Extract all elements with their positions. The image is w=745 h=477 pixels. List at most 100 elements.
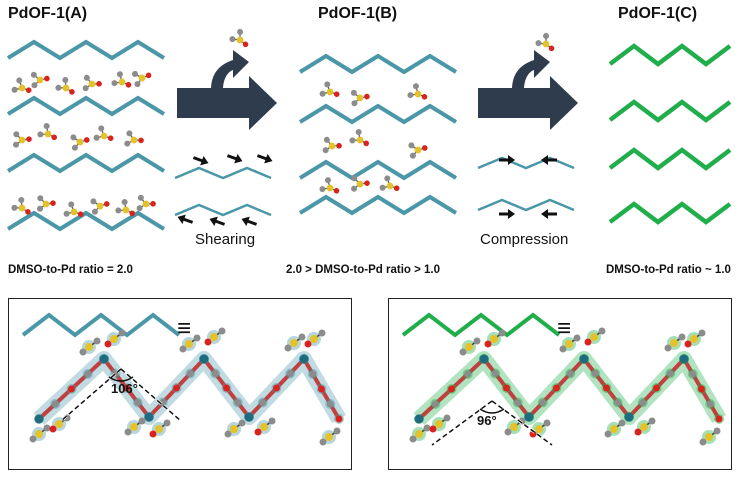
ligand-atom [634, 428, 642, 436]
angle-label-green: 96° [477, 413, 497, 428]
oxygen-atom [363, 140, 370, 147]
carbon-atom [13, 131, 20, 138]
carbon-atom [11, 204, 18, 211]
sulfur-atom [18, 84, 26, 92]
ligand-atom [459, 348, 467, 356]
sulfur-atom [510, 423, 518, 431]
carbon-atom [323, 136, 330, 143]
sulfur-atom [435, 420, 443, 428]
sulfur-atom [130, 136, 138, 144]
backbone-atom [431, 400, 439, 408]
angle-arc [108, 376, 134, 382]
shearing-label: Shearing [195, 231, 256, 248]
blue-structure-drawing [21, 312, 346, 446]
carbon-atom [70, 134, 77, 141]
sulfur-atom [565, 340, 573, 348]
carbon-atom [319, 90, 326, 97]
carbon-atom [473, 337, 481, 345]
backbone-atom [698, 385, 705, 393]
carbon-atom [598, 327, 606, 335]
oxygen-atom [25, 209, 31, 215]
carbon-atom [384, 175, 391, 182]
oxygen-atom [150, 200, 156, 207]
carbon-atom [351, 185, 358, 192]
palladium-atom [679, 354, 689, 364]
force-arrow-icon [226, 153, 243, 164]
carbon-atom [443, 414, 451, 422]
main-arrow [177, 76, 277, 130]
ligand-atom [584, 338, 592, 346]
palladium-atom [34, 414, 44, 424]
carbon-atom [121, 199, 128, 206]
carbon-atom [93, 134, 100, 141]
sulfur-atom [236, 36, 244, 44]
force-arrow-icon [541, 155, 557, 165]
carbon-atom [124, 140, 131, 147]
title-pdof-b: PdOF-1(B) [318, 5, 398, 22]
dmso-molecule-icon [132, 70, 152, 88]
oxygen-atom [107, 135, 114, 142]
backbone-atom [286, 370, 294, 377]
blue-layer-chain [6, 152, 166, 174]
sulfur-atom [590, 333, 598, 341]
sulfur-atom [110, 335, 118, 343]
carbon-atom [409, 152, 416, 159]
sulfur-atom [328, 142, 336, 150]
branch-arrow [512, 50, 550, 90]
oxygen-atom [25, 87, 32, 94]
carbon-atom [134, 81, 141, 88]
dmso-molecule-icon [70, 134, 90, 151]
arrow-shaft [246, 219, 258, 226]
ratio-caption-a: DMSO-to-Pd ratio = 2.0 [8, 264, 133, 276]
sulfur-atom [88, 80, 96, 88]
blue-layer-chain [298, 103, 458, 125]
carbon-atom [407, 92, 414, 99]
dmso-molecule-icon [350, 89, 370, 107]
carbon-atom [237, 28, 244, 35]
inset-layer-chain [174, 166, 272, 180]
oxygen-atom [138, 137, 144, 144]
backbone-atom [514, 399, 522, 406]
carbon-atom [43, 123, 50, 130]
angle-guide [431, 400, 493, 446]
carbon-atom [43, 424, 51, 432]
carbon-atom [318, 329, 326, 337]
backbone-atom [159, 399, 167, 406]
sulfur-atom [325, 433, 333, 441]
dmso-molecule-icon [37, 123, 58, 141]
backbone-atom [448, 385, 455, 393]
dmso-molecule-icon [11, 196, 31, 215]
carbon-atom [37, 205, 44, 212]
oxygen-atom [50, 200, 56, 206]
ligand-atom [124, 428, 132, 436]
dmso-molecule-icon [37, 195, 56, 212]
dmso-molecule-icon [63, 201, 84, 218]
palladium-atom [479, 354, 489, 364]
sulfur-atom [62, 84, 70, 92]
carbon-atom [573, 334, 581, 342]
backbone-atom [123, 384, 130, 392]
carbon-atom [324, 81, 331, 88]
carbon-atom [11, 86, 18, 93]
carbon-atom [351, 100, 358, 107]
backbone-atom [259, 399, 267, 406]
carbon-atom [678, 333, 686, 341]
arrow-head [508, 155, 515, 165]
backbone-atom [639, 399, 647, 406]
ligand-atom [409, 435, 417, 443]
angle-guide [60, 368, 122, 422]
dmso-molecule-icon [30, 71, 50, 89]
backbone-atom [603, 384, 610, 392]
top-schematic [6, 28, 732, 232]
arrow-shaft [182, 217, 194, 224]
title-pdof-a: PdOF-1(A) [8, 5, 88, 22]
palladium-atom [99, 354, 109, 364]
carbon-atom [71, 144, 78, 151]
palladium-atom [414, 414, 424, 424]
sulfur-atom [35, 430, 43, 438]
blue-layer-chain [6, 95, 166, 117]
oxygen-atom [364, 93, 370, 100]
oxygen-atom [333, 91, 340, 98]
backbone-atom [539, 399, 547, 406]
sulfur-atom [490, 335, 498, 343]
